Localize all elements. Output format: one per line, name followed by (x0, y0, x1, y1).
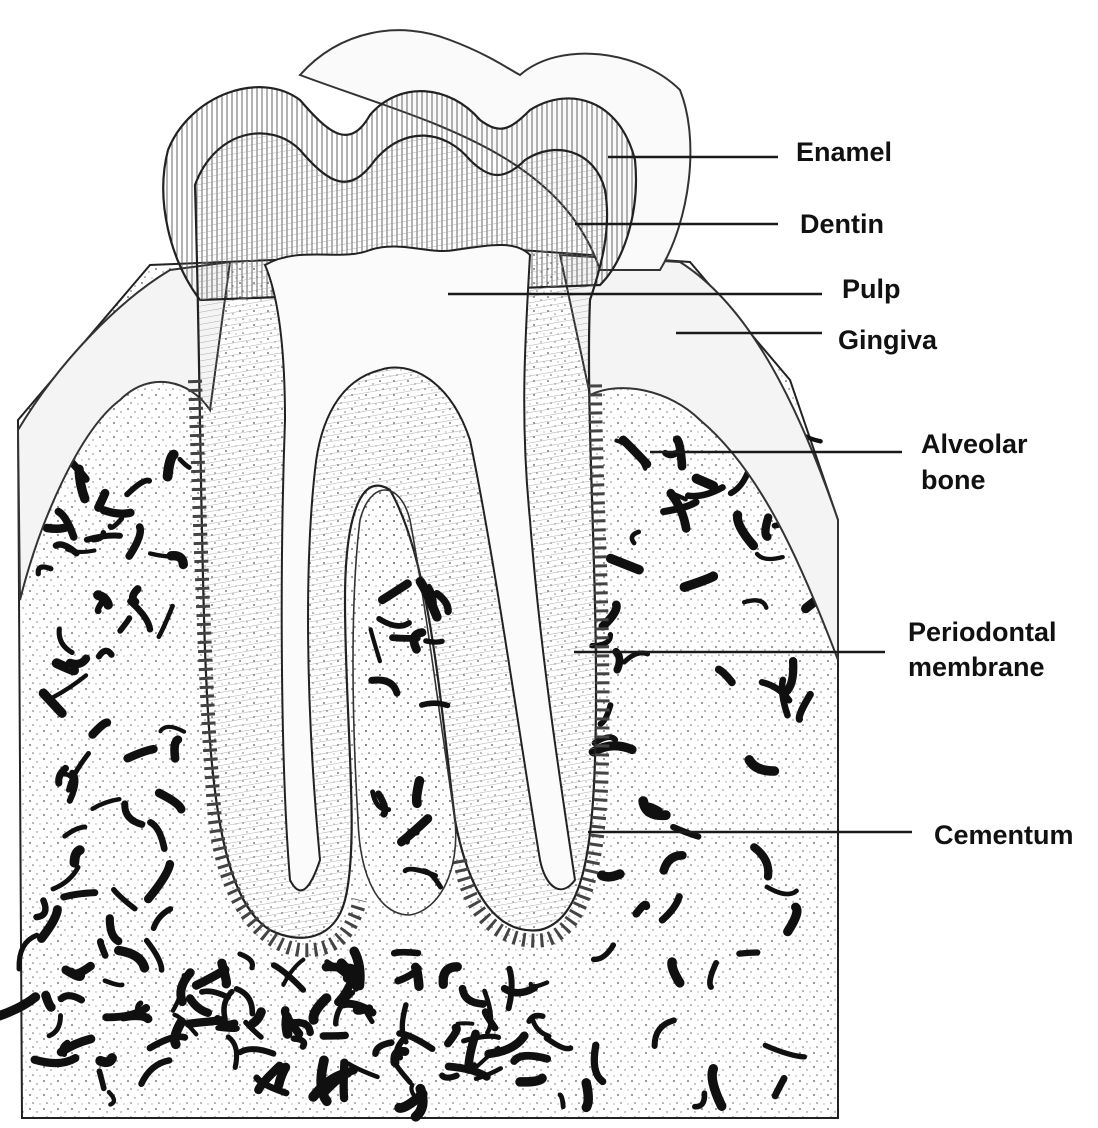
bone-pore (175, 740, 178, 759)
bone-pore (286, 1017, 287, 1034)
bone-pore (64, 893, 95, 897)
label-pulp: Pulp (842, 274, 901, 304)
bone-pore (394, 952, 418, 953)
bone-pore (133, 589, 138, 602)
bone-pore (168, 455, 174, 477)
label-gingiva: Gingiva (838, 325, 938, 355)
label-periodontal-membrane-line2: membrane (908, 652, 1045, 682)
bone-pore (417, 781, 420, 804)
bone-pore (326, 967, 351, 968)
bone-pore (46, 995, 51, 1007)
bone-pore (426, 641, 442, 642)
bone-pore (586, 1083, 588, 1108)
bone-pore (422, 703, 448, 705)
label-alveolar-bone-line1: Alveolar (921, 429, 1028, 459)
bone-pore (602, 874, 620, 877)
bone-pore (123, 1016, 148, 1019)
label-enamel: Enamel (796, 137, 892, 167)
tooth (163, 87, 636, 950)
label-alveolar-bone-line2: bone (921, 465, 986, 495)
label-periodontal-membrane-line1: Periodontal (908, 617, 1057, 647)
bone-pore (344, 1063, 345, 1099)
bone-pore (99, 493, 106, 507)
bone-pore (74, 850, 80, 863)
bone-pore (520, 1078, 542, 1082)
bone-pore (104, 510, 131, 513)
bone-pore (739, 953, 757, 954)
bone-pore (356, 1008, 369, 1011)
bone-pore (442, 1076, 456, 1078)
bone-pore (61, 996, 81, 1000)
bone-pore (323, 1035, 345, 1036)
bone-pore (47, 527, 67, 529)
label-cementum: Cementum (934, 820, 1074, 850)
bone-pore (616, 652, 619, 670)
label-dentin: Dentin (800, 209, 884, 239)
bone-pore (100, 1058, 112, 1062)
bone-pore (765, 518, 768, 537)
bone-pore (509, 969, 512, 1008)
bone-pore (697, 479, 714, 486)
bone-pore (321, 1060, 327, 1101)
